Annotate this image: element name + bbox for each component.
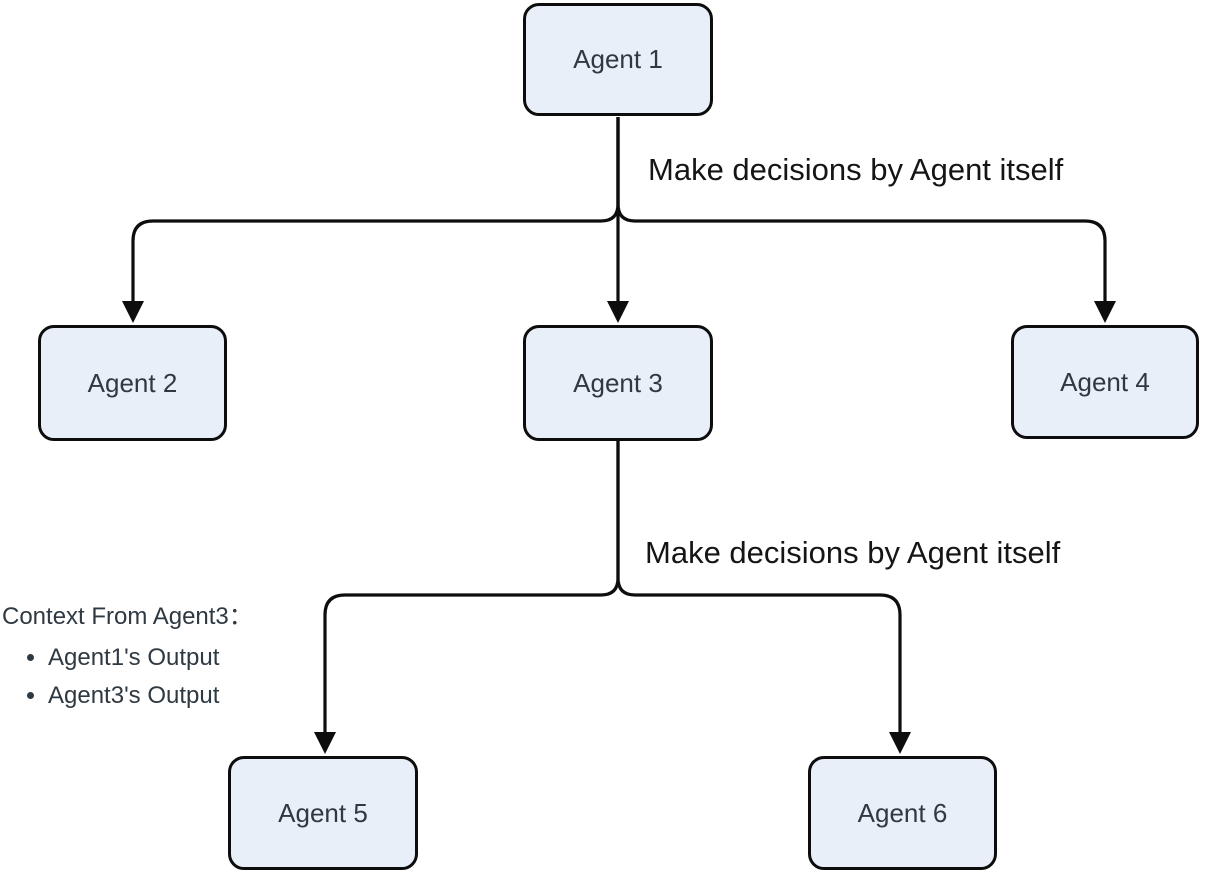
arrowhead-agent4 (1094, 301, 1116, 323)
arrowhead-agent6 (889, 732, 911, 754)
context-note: Context From Agent3： Agent1's Output Age… (2, 601, 253, 715)
context-note-list: Agent1's Output Agent3's Output (2, 639, 253, 715)
node-agent-5-label: Agent 5 (278, 797, 368, 828)
arrowhead-agent5 (314, 732, 336, 754)
edge-label-top: Make decisions by Agent itself (648, 152, 1064, 188)
node-agent-3: Agent 3 (523, 325, 713, 441)
node-agent-6-label: Agent 6 (857, 797, 948, 828)
edge-agent1-agent4 (616, 117, 1107, 302)
context-note-item: Agent3's Output (48, 677, 253, 715)
edge-agent1-agent2 (131, 117, 620, 302)
node-agent-5: Agent 5 (228, 756, 418, 870)
context-note-title: Context From Agent3： (2, 603, 253, 630)
node-agent-1: Agent 1 (523, 3, 713, 116)
arrowhead-agent2 (122, 301, 144, 323)
node-agent-1-label: Agent 1 (573, 44, 663, 74)
context-note-item: Agent1's Output (48, 639, 253, 677)
node-agent-2-label: Agent 2 (87, 367, 178, 398)
node-agent-3-label: Agent 3 (573, 367, 663, 398)
edge-agent3-agent5 (323, 441, 620, 733)
node-agent-6: Agent 6 (808, 756, 997, 870)
node-agent-2: Agent 2 (38, 325, 227, 441)
node-agent-4: Agent 4 (1011, 325, 1199, 439)
edge-agent3-agent6 (616, 441, 902, 733)
arrowhead-agent3 (607, 301, 629, 323)
node-agent-4-label: Agent 4 (1060, 366, 1150, 397)
edge-label-bottom: Make decisions by Agent itself (645, 535, 1061, 571)
